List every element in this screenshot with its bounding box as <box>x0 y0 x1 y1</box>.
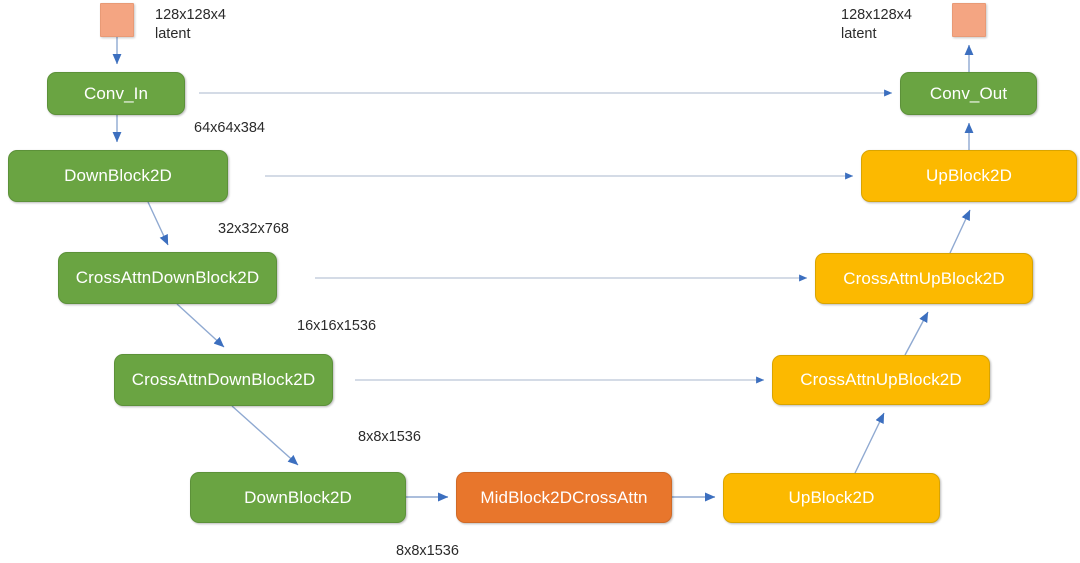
annotation-16x16x1536: 16x16x1536 <box>297 318 377 334</box>
node-label: UpBlock2D <box>926 166 1012 185</box>
edge-e-up4-up3 <box>854 412 885 474</box>
node-crossattndownblock2d-1[interactable]: CrossAttnDownBlock2D <box>58 252 277 304</box>
edge-e-up3-up2 <box>904 311 929 356</box>
node-label: DownBlock2D <box>244 487 352 507</box>
node-label: Conv_In <box>83 83 149 103</box>
edge-e-down2-down3 <box>176 303 225 348</box>
node-crossattnupblock2d-2[interactable]: CrossAttnUpBlock2D <box>772 355 990 405</box>
node-label: DownBlock2D <box>64 166 172 185</box>
edge-e-up2-up1 <box>949 209 971 254</box>
node-upblock2d-1[interactable]: UpBlock2D <box>861 150 1077 202</box>
node-downblock2d-2[interactable]: DownBlock2D <box>190 472 406 523</box>
node-label: Conv_Out <box>929 83 1008 103</box>
node-crossattnupblock2d-1[interactable]: CrossAttnUpBlock2D <box>815 253 1033 304</box>
node-latent-out <box>952 3 986 37</box>
edge-e-down1-down2 <box>147 201 169 246</box>
annotation-8x8x1536-a: 8x8x1536 <box>358 429 421 445</box>
edge-e-down3-down4 <box>231 405 299 466</box>
node-label: CrossAttnUpBlock2D <box>843 268 1005 288</box>
annotation-latent-out: 128x128x4 latent <box>841 7 912 42</box>
annotation-8x8x1536-b: 8x8x1536 <box>396 543 459 559</box>
node-label: CrossAttnUpBlock2D <box>800 370 962 389</box>
annotation-64x64x384: 64x64x384 <box>194 120 265 136</box>
node-label: UpBlock2D <box>788 488 875 507</box>
node-downblock2d-1[interactable]: DownBlock2D <box>8 150 228 202</box>
node-upblock2d-2[interactable]: UpBlock2D <box>723 473 940 523</box>
node-crossattndownblock2d-2[interactable]: CrossAttnDownBlock2D <box>114 354 333 406</box>
node-latent-in <box>100 3 134 37</box>
node-label: CrossAttnDownBlock2D <box>131 370 316 389</box>
annotation-32x32x768: 32x32x768 <box>218 221 289 237</box>
node-conv-in[interactable]: Conv_In <box>47 72 185 115</box>
node-label: CrossAttnDownBlock2D <box>75 268 260 287</box>
annotation-latent-in: 128x128x4 latent <box>155 7 226 42</box>
node-label: MidBlock2DCrossAttn <box>480 487 648 507</box>
node-midblock2dcrossattn[interactable]: MidBlock2DCrossAttn <box>456 472 672 523</box>
node-conv-out[interactable]: Conv_Out <box>900 72 1037 115</box>
